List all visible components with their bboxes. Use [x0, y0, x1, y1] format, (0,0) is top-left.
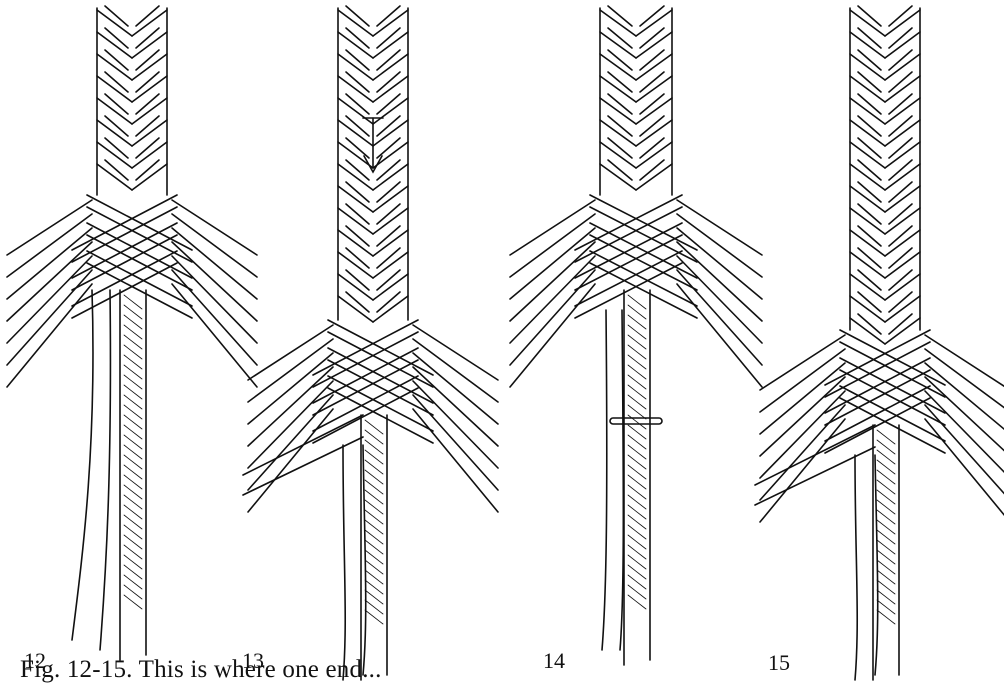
- braid-strand: [889, 6, 912, 26]
- fan-strand-left: [510, 228, 595, 299]
- fan-strand-right: [413, 395, 498, 490]
- loose-end: [72, 290, 93, 640]
- figure-number-15: 15: [768, 650, 790, 676]
- fan-strand-right: [172, 228, 257, 299]
- fan-strand-left: [7, 228, 92, 299]
- fan-strand-right: [172, 270, 257, 365]
- fan-strand-right: [677, 242, 762, 321]
- fan-strand-right: [925, 377, 1004, 456]
- fan-strand-left: [760, 405, 845, 500]
- fan-strand-left: [7, 242, 92, 321]
- figure-caption: Fig. 12-15. This is where one end...: [20, 656, 382, 684]
- braid-strand: [105, 6, 128, 26]
- figure-number-14: 14: [543, 648, 565, 674]
- folded-end: [855, 455, 857, 680]
- braid-strand: [136, 6, 159, 26]
- fan-strand-right: [925, 419, 1004, 522]
- fan-strand-right: [413, 367, 498, 446]
- whip-end: [620, 310, 623, 650]
- braid-strand: [640, 6, 664, 26]
- fan-strand-left: [760, 377, 845, 456]
- folded-end: [363, 445, 366, 675]
- fan-strand-right: [925, 335, 1004, 390]
- fan-strand-left: [510, 270, 595, 365]
- braid-strand: [608, 6, 632, 26]
- fan-strand-left: [760, 363, 845, 434]
- braid-strand: [377, 6, 400, 26]
- braid-strand: [858, 6, 881, 26]
- loose-end: [100, 290, 110, 650]
- fan-strand-left: [248, 395, 333, 490]
- fan-strand-left: [510, 242, 595, 321]
- whip-end: [602, 310, 607, 650]
- fan-strand-right: [172, 242, 257, 321]
- fan-strand-left: [248, 353, 333, 424]
- braid-strand: [346, 6, 369, 26]
- folded-end: [875, 455, 878, 675]
- fan-strand-left: [7, 270, 92, 365]
- folded-end: [343, 445, 345, 680]
- fan-strand-right: [413, 353, 498, 424]
- fan-strand-right: [677, 270, 762, 365]
- fan-strand-left: [248, 367, 333, 446]
- fan-strand-right: [677, 228, 762, 299]
